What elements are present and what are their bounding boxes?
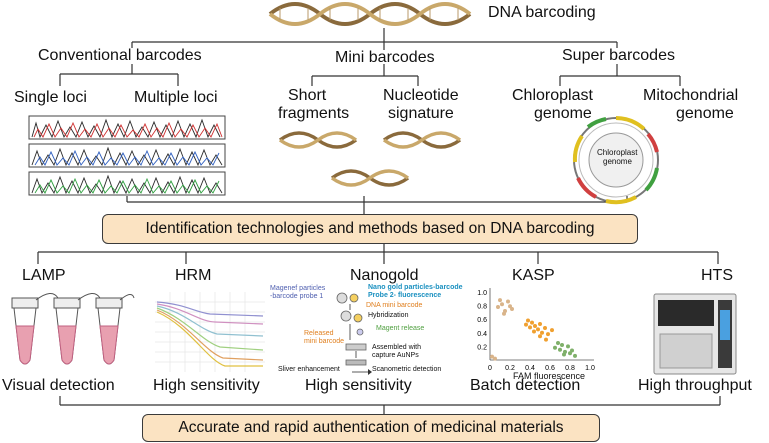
authentication-box: Accurate and rapid authentication of med… — [142, 414, 600, 442]
nucleotide-signature-label-1: Nucleotide — [383, 87, 459, 104]
kasp-point — [538, 321, 542, 326]
outcome-hrm: High sensitivity — [153, 377, 260, 394]
mini-barcodes-label: Mini barcodes — [335, 49, 435, 66]
kasp-xtick-label: 0 — [488, 365, 492, 372]
kasp-point — [496, 304, 500, 309]
dna-helix-icon — [268, 2, 472, 26]
kasp-point — [570, 348, 574, 353]
kasp-xtick-label: 0.4 — [525, 365, 535, 372]
kasp-point — [556, 341, 560, 345]
kasp-point — [528, 325, 532, 330]
kasp-ytick-label: 0.6 — [477, 317, 487, 324]
kasp-point — [524, 322, 528, 327]
kasp-point — [510, 307, 514, 311]
mitochondrial-genome-label-1: Mitochondrial — [643, 87, 739, 104]
kasp-point — [526, 318, 530, 323]
hrm-melt-curves — [155, 292, 265, 372]
chromatogram-traces — [28, 115, 226, 196]
kasp-ytick-label: 0.4 — [477, 331, 487, 338]
scanometric-label: Scanometric detection — [372, 366, 442, 373]
short-fragments-label-2: fragments — [278, 105, 350, 122]
kasp-point — [502, 311, 506, 316]
kasp-point — [562, 352, 566, 357]
nucleotide-signature-helix-icon — [382, 131, 462, 149]
nanogold-schematic-icon — [336, 292, 367, 366]
kasp-point — [506, 299, 510, 304]
short-fragment-helix-icon — [278, 131, 358, 149]
kasp-point — [530, 320, 534, 325]
short-fragments-label-1: Short — [288, 87, 327, 104]
kasp-xtick-label: 1.0 — [585, 365, 595, 372]
kasp-ytick-label: 1.0 — [477, 290, 487, 297]
outcome-hts: High throughput — [638, 377, 752, 394]
lamp-tubes-icon — [11, 293, 135, 365]
released-label: Released mini barcode — [304, 330, 345, 345]
kasp-point — [490, 354, 494, 359]
circle-label-1: Chloroplast — [597, 148, 638, 157]
chloroplast-genome-label-1: Chloroplast — [512, 87, 593, 104]
dna-mini-label: DNA mini barcode — [366, 302, 423, 309]
chloroplast-genome-label-2: genome — [534, 105, 592, 122]
kasp-point — [544, 337, 548, 342]
outcome-nanogold: High sensitivity — [305, 377, 412, 394]
kasp-point — [532, 329, 536, 334]
single-loci-label: Single loci — [14, 89, 87, 106]
conventional-barcodes-label: Conventional barcodes — [38, 47, 202, 64]
kasp-point — [560, 343, 564, 348]
method-hrm-label: HRM — [175, 267, 212, 284]
assembled-label: Assembled with capture AuNPs — [372, 344, 422, 359]
kasp-point — [558, 347, 562, 352]
kasp-point — [546, 332, 550, 337]
kasp-xtick-label: 0.2 — [505, 365, 515, 372]
kasp-point — [540, 330, 544, 335]
mini-barcode-helix-icon — [330, 169, 410, 187]
kasp-point — [538, 334, 542, 339]
kasp-point — [573, 353, 577, 358]
identification-technologies-box: Identification technologies and methods … — [102, 214, 638, 244]
nucleotide-signature-label-2: signature — [388, 105, 454, 122]
method-lamp-label: LAMP — [22, 267, 66, 284]
magnef-label: Magenef particles -barcode probe 1 — [270, 285, 326, 300]
kasp-point — [536, 327, 540, 332]
arrow-icon — [352, 369, 372, 375]
kasp-scatter-plot: 0.2 0.4 0.6 0.8 1.0 0 0.2 0.4 0.6 0.8 1.0 — [477, 288, 595, 372]
kasp-ytick-label: 0.8 — [477, 304, 487, 311]
kasp-point — [550, 328, 554, 333]
kasp-point — [553, 345, 557, 350]
kasp-point — [543, 326, 547, 331]
nanogold-label: Nano gold particles-barcode Probe 2- flu… — [368, 284, 463, 299]
hts-sequencer-icon — [653, 293, 737, 375]
diagram-title: DNA barcoding — [488, 4, 596, 21]
method-kasp-label: KASP — [512, 267, 555, 284]
outcome-lamp: Visual detection — [2, 377, 115, 394]
kasp-point — [493, 356, 497, 361]
kasp-point — [533, 324, 537, 328]
kasp-point — [500, 302, 504, 307]
circle-label-2: genome — [603, 157, 632, 166]
kasp-ytick-label: 0.2 — [477, 344, 487, 351]
mitochondrial-genome-label-2: genome — [676, 105, 734, 122]
kasp-point — [566, 344, 570, 349]
method-hts-label: HTS — [701, 267, 733, 284]
chloroplast-genome-map-icon — [572, 116, 659, 205]
kasp-xlabel: FAM fluorescence — [513, 371, 586, 381]
kasp-point — [498, 298, 502, 303]
method-nanogold-label: Nanogold — [350, 267, 419, 284]
sliver-label: Sliver enhancement — [278, 366, 340, 373]
kasp-xtick-label: 0.8 — [565, 365, 575, 372]
magent-release-label: Magent release — [376, 325, 425, 332]
multiple-loci-label: Multiple loci — [134, 89, 218, 106]
hybridization-label: Hybridization — [368, 312, 409, 319]
super-barcodes-label: Super barcodes — [562, 47, 675, 64]
outcome-kasp: Batch detection — [470, 377, 581, 394]
kasp-xtick-label: 0.6 — [545, 365, 555, 372]
